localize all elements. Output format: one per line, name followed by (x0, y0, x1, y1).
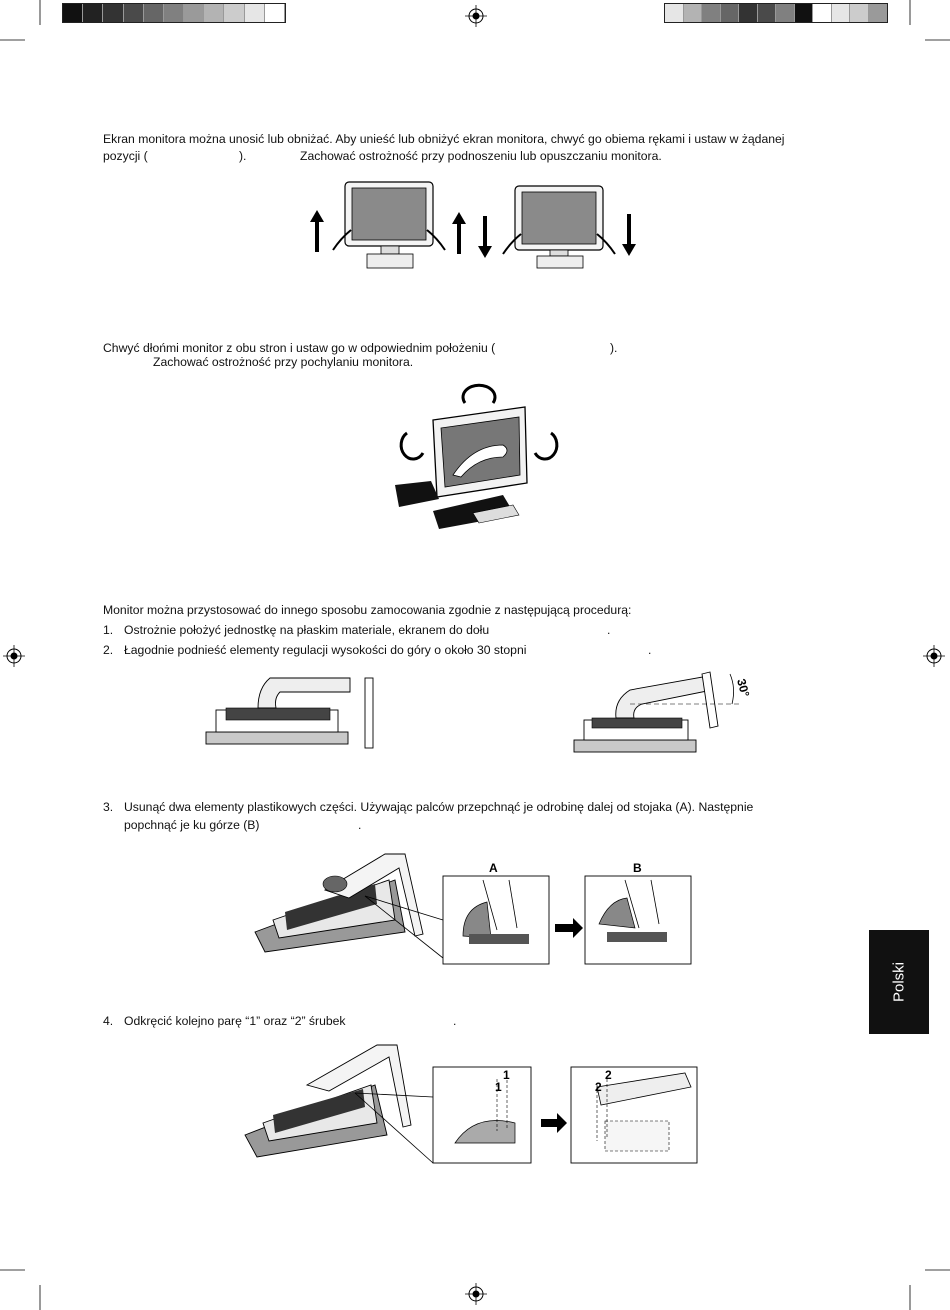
registration-mark-bottom (465, 1283, 487, 1305)
figure-step2-raised: 30° (573, 671, 752, 753)
screw-label-2b: 2 (605, 1068, 612, 1082)
color-swatch (683, 4, 702, 22)
figure-step4: 1 1 2 2 (244, 1044, 698, 1164)
step4-number: 4. (103, 1014, 114, 1028)
screw-label-2a: 2 (595, 1080, 602, 1094)
color-swatch (83, 4, 104, 22)
color-swatch (143, 4, 164, 22)
color-swatch (850, 4, 869, 22)
language-tab-label: Polski (890, 961, 908, 1003)
color-swatch (720, 4, 739, 22)
step2-end: . (648, 643, 652, 657)
section1-line2a: pozycji ( (103, 149, 148, 163)
step2-text: Łagodnie podnieść elementy regulacji wys… (124, 643, 527, 657)
section3-intro: Monitor można przystosować do innego spo… (103, 603, 632, 617)
color-swatch (63, 4, 84, 22)
step3-end: . (358, 818, 362, 832)
step1-number: 1. (103, 623, 114, 637)
color-swatch (757, 4, 776, 22)
color-bar-left (62, 3, 286, 23)
section1-line2b: ). (239, 149, 247, 163)
color-swatch (794, 4, 813, 22)
section2-line2: Zachować ostrożność przy pochylaniu moni… (153, 355, 414, 369)
step4-text: Odkręcić kolejno parę “1” oraz “2” śrube… (124, 1014, 346, 1028)
color-bar-right (664, 3, 888, 23)
color-swatch (813, 4, 832, 22)
step4-end: . (453, 1014, 457, 1028)
registration-mark-top (465, 5, 487, 27)
registration-mark-left (3, 645, 25, 667)
color-swatch (123, 4, 144, 22)
angle-label: 30° (734, 677, 752, 698)
color-swatch (244, 4, 265, 22)
color-swatch (776, 4, 795, 22)
color-swatch (868, 4, 887, 22)
step3-text: Usunąć dwa elementy plastikowych części.… (124, 800, 754, 814)
section2-line1a: Chwyć dłońmi monitor z obu stron i ustaw… (103, 341, 496, 355)
color-swatch (103, 4, 124, 22)
color-swatch (163, 4, 185, 22)
figure-step3: A B (254, 853, 692, 965)
figure-step2-flat (205, 677, 374, 749)
screw-label-1b: 1 (503, 1068, 510, 1082)
section2-line1b: ). (610, 341, 618, 355)
step1-end: . (607, 623, 611, 637)
registration-mark-right (923, 645, 945, 667)
color-swatch (264, 4, 285, 22)
color-swatch (184, 4, 205, 22)
step3-number: 3. (103, 800, 114, 814)
language-tab: Polski (869, 930, 929, 1034)
step2-number: 2. (103, 643, 114, 657)
color-swatch (702, 4, 721, 22)
figure-raise-lower (310, 181, 636, 269)
color-swatch (665, 4, 684, 22)
color-swatch (831, 4, 850, 22)
section1-line2c: Zachować ostrożność przy podnoszeniu lub… (300, 149, 662, 163)
screw-label-1a: 1 (495, 1080, 502, 1094)
color-swatch (224, 4, 245, 22)
step3-text2: popchnąć je ku górze (B) (124, 818, 260, 832)
label-a: A (489, 861, 498, 875)
color-swatch (204, 4, 225, 22)
figure-tilt-swivel (395, 383, 559, 529)
color-swatch (739, 4, 758, 22)
label-b: B (633, 861, 642, 875)
step1-text: Ostrożnie położyć jednostkę na płaskim m… (124, 623, 490, 637)
section1-line1: Ekran monitora można unosić lub obniżać.… (103, 132, 785, 146)
